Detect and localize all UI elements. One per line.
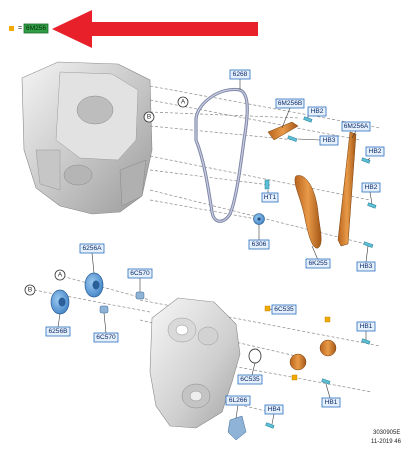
svg-text:HB1: HB1	[325, 399, 338, 406]
svg-text:6256A: 6256A	[82, 245, 102, 252]
label-6c535-a: 6C535	[271, 304, 297, 315]
svg-text:6268: 6268	[233, 71, 248, 78]
label-hb3-a: HB3	[319, 135, 339, 146]
marker-b-upper: B	[143, 111, 155, 123]
svg-text:6K255: 6K255	[308, 260, 327, 267]
tensioner-arm-6k255	[294, 175, 322, 249]
svg-text:B: B	[28, 287, 32, 294]
plug-6c570-a	[135, 291, 145, 300]
svg-text:HB2: HB2	[365, 184, 378, 191]
label-hb3-b: HB3	[356, 261, 376, 272]
seal-6c535-ring	[248, 348, 262, 364]
footer-date: 11-2019 46	[371, 439, 402, 445]
svg-text:HB1: HB1	[360, 323, 373, 330]
svg-text:HB2: HB2	[311, 108, 324, 115]
guide-rail-6m256a	[337, 131, 357, 247]
svg-text:HT1: HT1	[264, 194, 277, 201]
legend: = 6M256	[9, 23, 49, 34]
marker-a-upper: A	[177, 96, 189, 108]
solenoid-right	[319, 316, 337, 357]
svg-text:HB4: HB4	[268, 406, 281, 413]
svg-text:6306: 6306	[252, 241, 267, 248]
label-6m256b: 6M256B	[275, 98, 305, 109]
svg-text:6L266: 6L266	[229, 397, 248, 404]
label-hb2-c: HB2	[361, 182, 381, 193]
timing-cover	[149, 297, 241, 429]
legend-code: 6M256	[23, 23, 49, 34]
label-ht1: HT1	[261, 192, 279, 203]
bolt-hb3-a	[287, 135, 298, 142]
label-6m256a: 6M256A	[341, 121, 371, 132]
bolt-hb1-a	[361, 338, 371, 345]
label-6306: 6306	[248, 239, 270, 250]
sprocket-6306	[253, 213, 265, 225]
label-hb1-a: HB1	[356, 321, 376, 332]
svg-text:6M256A: 6M256A	[344, 123, 369, 130]
label-6c535-b: 6C535	[237, 374, 263, 385]
svg-text:6M256B: 6M256B	[278, 100, 303, 107]
svg-text:B: B	[147, 114, 151, 121]
marker-a-lower: A	[54, 269, 66, 281]
sensor-6l266	[227, 415, 247, 441]
svg-text:6C535: 6C535	[274, 306, 294, 313]
marker-b-lower: B	[24, 284, 36, 296]
label-6l266: 6L266	[225, 395, 251, 406]
bolt-hb2-b	[361, 157, 371, 164]
legend-swatch	[9, 26, 14, 31]
bolt-hb4	[265, 422, 275, 429]
svg-text:6M256: 6M256	[26, 25, 46, 32]
svg-text:HB2: HB2	[369, 148, 382, 155]
bolt-hb1-b	[321, 378, 331, 385]
timing-chain	[194, 87, 249, 223]
bolt-ht1	[264, 179, 270, 190]
sprocket-6256a	[84, 272, 104, 298]
solenoid-left	[289, 353, 307, 381]
label-6256b: 6256B	[45, 326, 71, 337]
plug-6c570-b	[99, 305, 109, 314]
legend-equals: =	[18, 25, 22, 32]
label-hb4: HB4	[264, 404, 284, 415]
pointer-arrow	[52, 10, 258, 48]
seal-6c535-washer	[264, 305, 271, 312]
label-hb1-b: HB1	[321, 397, 341, 408]
label-6c570-a: 6C570	[127, 268, 153, 279]
label-6c570-b: 6C570	[93, 332, 119, 343]
engine-block	[21, 61, 153, 215]
svg-text:HB3: HB3	[360, 263, 373, 270]
label-6256a: 6256A	[79, 243, 105, 254]
label-6k255: 6K255	[305, 258, 331, 269]
label-6268: 6268	[229, 69, 251, 80]
guide-rail-6m256b	[267, 121, 299, 141]
label-hb2-b: HB2	[365, 146, 385, 157]
bolt-hb2-c	[367, 202, 377, 209]
upper-bolts	[264, 116, 377, 248]
bolt-hb3-b	[363, 241, 374, 248]
svg-text:6C535: 6C535	[240, 376, 260, 383]
svg-text:6256B: 6256B	[48, 328, 68, 335]
bolt-hb2-a	[303, 116, 313, 123]
footer-ref: 3030905E	[373, 430, 400, 436]
svg-text:6C570: 6C570	[96, 334, 116, 341]
label-hb2-a: HB2	[307, 106, 327, 117]
svg-text:6C570: 6C570	[130, 270, 150, 277]
svg-text:HB3: HB3	[323, 137, 336, 144]
svg-text:A: A	[181, 99, 186, 106]
sprocket-6256b	[50, 289, 70, 315]
svg-text:A: A	[58, 272, 63, 279]
